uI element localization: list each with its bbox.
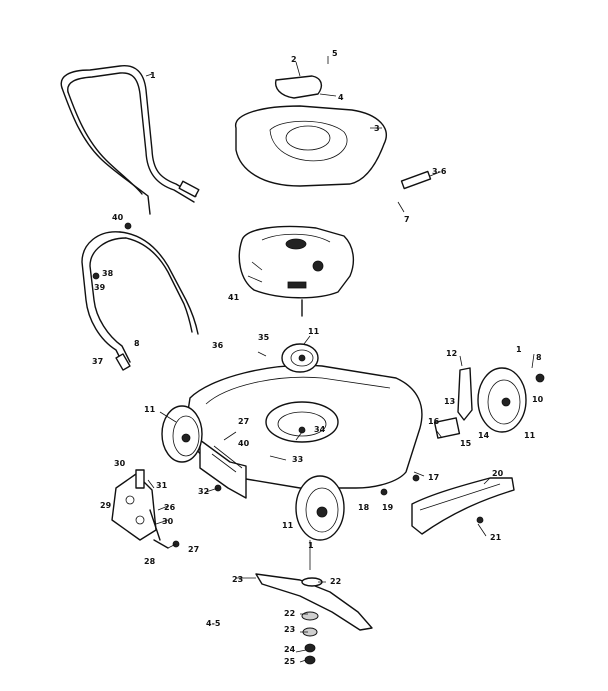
axle-bracket [433,367,545,439]
wheel-front-left [295,475,345,541]
part-label: 31 [156,481,168,490]
part-label: 15 [460,439,472,448]
part-label: 4 [338,93,344,102]
part-label: 3-6 [432,167,447,176]
part-label: 34 [314,425,326,434]
part-label: 19 [382,503,394,512]
part-label: 30 [114,459,126,468]
part-label: 22 [284,609,295,618]
part-label: 22 [330,577,341,586]
part-label: 12 [446,349,457,358]
wheel-rear-left [161,405,203,463]
part-label: 23 [232,575,243,584]
part-label: 3 [374,124,380,133]
wheel-front-right [477,367,527,433]
deck-housing [185,364,423,499]
part-label: 41 [228,293,240,302]
part-label: 11 [144,405,156,414]
part-label: 14 [478,431,490,440]
part-label: 10 [532,395,544,404]
part-label: 1 [516,345,522,354]
part-label: 20 [492,469,504,478]
hardware [92,170,484,548]
part-label: 25 [284,657,296,666]
height-adjuster [111,469,169,549]
part-label: 28 [144,557,156,566]
part-label: 38 [102,269,114,278]
part-label: 40 [112,213,124,222]
blade-assembly [255,540,373,665]
part-label: 24 [284,645,296,654]
wheel-rear-right [281,343,319,373]
part-label: 5 [332,49,338,58]
rear-baffle [411,477,515,535]
part-label: 7 [404,215,410,224]
part-label: 1 [308,541,314,550]
upper-handle [60,65,200,215]
part-label: 27 [188,545,199,554]
part-label: 30 [162,517,174,526]
part-label: 35 [258,333,270,342]
part-label: 2 [291,55,297,64]
part-label: 23 [284,625,295,634]
part-label: 39 [94,283,106,292]
part-label: 40 [238,439,250,448]
part-label: 36 [212,341,224,350]
part-label: 13 [444,397,455,406]
part-label: 27 [238,417,249,426]
lower-handle [81,231,199,371]
part-label: 33 [292,455,303,464]
part-label: 29 [100,501,112,510]
part-label: 16 [428,417,440,426]
page-reference: 4-5 [206,619,221,628]
part-label: 32 [198,487,209,496]
part-label: 21 [490,533,502,542]
engine-shroud [235,75,387,187]
part-label: 8 [536,353,542,362]
part-label: 37 [92,357,103,366]
part-label: 18 [358,503,370,512]
part-label: 11 [524,431,536,440]
part-label: 11 [308,327,320,336]
part-label: 11 [282,521,294,530]
part-label: 1 [150,71,156,80]
engine [238,225,355,317]
part-label: 8 [134,339,140,348]
part-labels: 1 2 5 4 3 3-6 7 40 41 38 39 37 8 36 35 1… [92,49,544,666]
part-label: 26 [164,503,176,512]
part-label: 17 [428,473,439,482]
leader-lines [145,56,535,663]
